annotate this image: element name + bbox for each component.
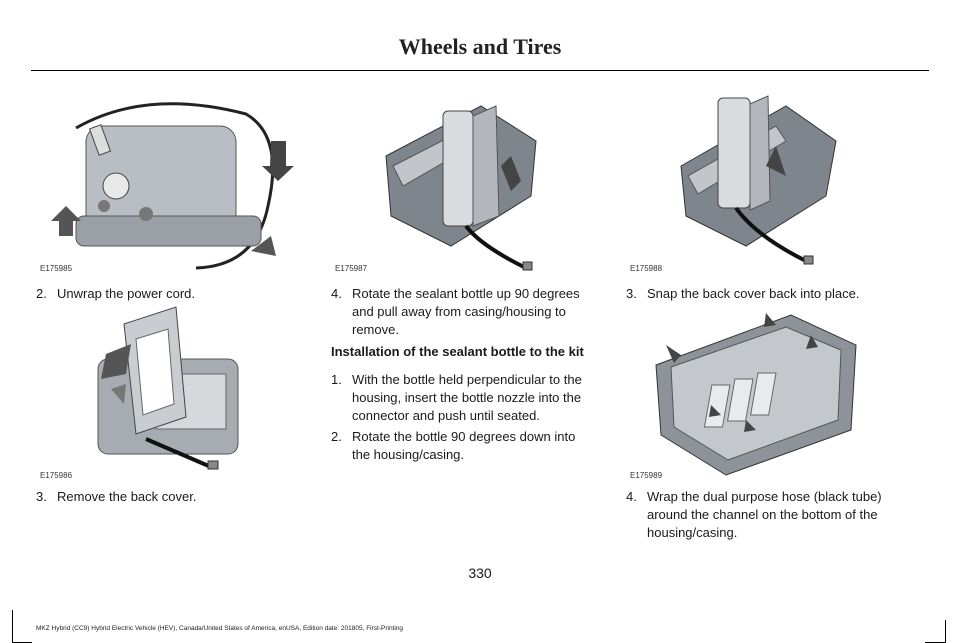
figure-e175985: E175985 [36, 86, 298, 276]
step-number: 1. [331, 372, 342, 387]
step-number: 4. [331, 286, 342, 301]
figure-e175988: E175988 [626, 86, 888, 276]
page-number: 330 [468, 565, 492, 581]
crop-mark [945, 620, 946, 643]
step-text-line: Wrap the dual purpose hose (black tube) [647, 489, 882, 504]
header-rule [31, 70, 929, 71]
step-text: Unwrap the power cord. [57, 286, 196, 301]
page-title: Wheels and Tires [398, 34, 562, 59]
step-text-line: With the bottle held perpendicular to th… [352, 372, 582, 387]
figure-e175987: E175987 [331, 86, 601, 276]
figure-label: E175986 [40, 471, 73, 480]
footer-text: MKZ Hybrid (CC9) Hybrid Electric Vehicle… [36, 625, 404, 632]
step-text-line: remove. [352, 322, 399, 337]
compressor-cord-illustration [51, 102, 294, 270]
step-text-line: connector and push until seated. [352, 408, 540, 423]
figure-e175989: E175989 [626, 305, 888, 485]
step-text: Remove the back cover. [57, 489, 197, 504]
step-number: 3. [36, 489, 47, 504]
step-text-line: housing, insert the bottle nozzle into t… [352, 390, 582, 405]
sealant-bottle-rotate-illustration [385, 105, 537, 271]
figure-label: E175985 [40, 264, 73, 273]
step-number: 2. [36, 286, 47, 301]
figure-e175986: E175986 [36, 299, 298, 483]
sealant-bottle-install-illustration [680, 95, 837, 265]
figure-label: E175987 [335, 264, 368, 273]
snap-back-cover-illustration [655, 313, 857, 476]
step-text-line: housing/casing. [647, 525, 738, 540]
step-text-line: Rotate the sealant bottle up 90 degrees [352, 286, 580, 301]
step-text-line: around the channel on the bottom of the [647, 507, 878, 522]
step-text: Snap the back cover back into place. [647, 286, 860, 301]
step-number: 2. [331, 429, 342, 444]
step-text-line: the housing/casing. [352, 447, 465, 462]
step-text-line: Rotate the bottle 90 degrees down into [352, 429, 576, 444]
step-number: 3. [626, 286, 637, 301]
figure-label: E175988 [630, 264, 663, 273]
remove-back-cover-illustration [97, 306, 239, 470]
step-number: 4. [626, 489, 637, 504]
crop-mark [12, 610, 13, 643]
figure-label: E175989 [630, 471, 663, 480]
step-text-line: and pull away from casing/housing to [352, 304, 566, 319]
section-subheading: Installation of the sealant bottle to th… [331, 344, 584, 359]
